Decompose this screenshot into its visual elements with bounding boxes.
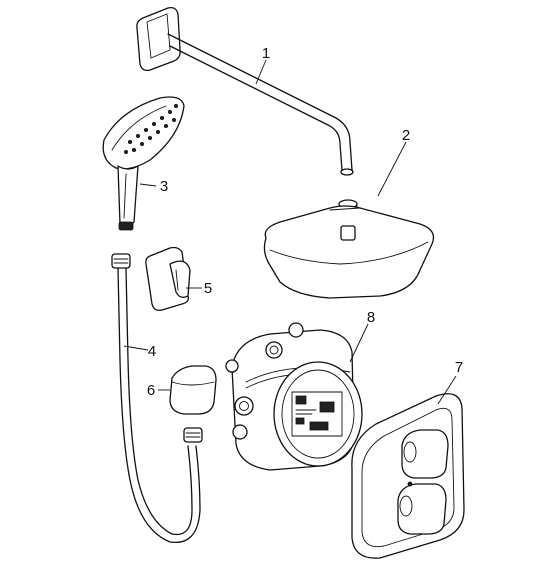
leader-lines <box>123 59 457 405</box>
shower-holder-part <box>145 246 191 312</box>
installation-box-part <box>225 322 363 471</box>
overhead-shower-part <box>263 199 435 299</box>
callout-6: 6 <box>147 382 155 399</box>
spray-nozzles <box>124 104 178 154</box>
callout-3: 3 <box>160 178 168 195</box>
hand-shower-part <box>102 96 185 231</box>
callout-1: 1 <box>262 45 270 62</box>
cover-cap-part <box>169 365 217 415</box>
shower-arm-part <box>136 6 354 176</box>
callout-labels: 1 2 3 4 5 6 7 8 <box>147 45 463 399</box>
callout-4: 4 <box>148 343 156 360</box>
thermostat-trim-part <box>351 393 465 559</box>
callout-8: 8 <box>367 309 375 326</box>
callout-7: 7 <box>455 359 463 376</box>
shower-hose-part <box>111 253 203 544</box>
callout-2: 2 <box>402 127 410 144</box>
callout-5: 5 <box>204 280 212 297</box>
